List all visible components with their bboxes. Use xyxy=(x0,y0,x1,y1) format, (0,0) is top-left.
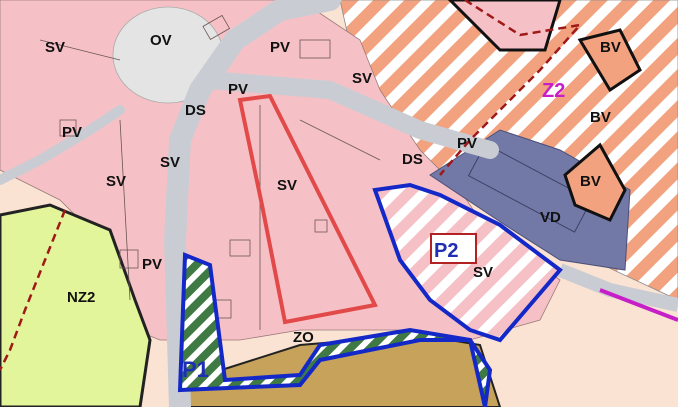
label-sv-west: SV xyxy=(160,154,180,171)
label-pv-top: PV xyxy=(270,39,290,56)
label-bv-right: BV xyxy=(590,109,611,126)
parcel-bv-corner xyxy=(447,0,562,52)
map-labels: SV OV PV SV BV Z2 BV DS PV PV SV SV SV D… xyxy=(45,32,621,382)
main-road xyxy=(163,0,341,407)
field-zone xyxy=(178,333,502,407)
parcel-bv-mid xyxy=(563,142,627,222)
label-bv-mid: BV xyxy=(580,173,601,190)
label-sv-nw: SV xyxy=(45,39,65,56)
p2-label-box xyxy=(430,233,477,264)
agricultural-zone-nz2 xyxy=(0,203,152,407)
label-bv-top: BV xyxy=(600,39,621,56)
road-southeast xyxy=(557,263,678,312)
label-pv-right: PV xyxy=(457,135,477,152)
parcel-bv-top xyxy=(577,28,642,93)
label-zo: ZO xyxy=(293,329,314,346)
label-ds-right: DS xyxy=(402,151,423,168)
label-nz2: NZ2 xyxy=(67,289,95,306)
label-p2: P2 xyxy=(434,240,458,262)
label-z2: Z2 xyxy=(542,80,565,102)
road-west xyxy=(0,105,125,185)
label-vd: VD xyxy=(540,209,561,226)
label-sv-top: SV xyxy=(352,70,372,87)
corridor-z2 xyxy=(439,0,584,176)
label-ds-left: DS xyxy=(185,102,206,119)
road-east xyxy=(201,71,499,159)
boundary-z2 xyxy=(599,288,678,322)
label-pv-mid: PV xyxy=(228,81,248,98)
label-p1: P1 xyxy=(182,357,209,382)
label-sv-west2: SV xyxy=(106,173,126,190)
label-ov: OV xyxy=(150,32,172,49)
vd-building xyxy=(467,143,593,233)
label-pv-sw: PV xyxy=(142,256,162,273)
label-sv-center: SV xyxy=(277,177,297,194)
label-pv-west: PV xyxy=(62,124,82,141)
plot-outline-red xyxy=(237,93,378,325)
corridor-west xyxy=(0,209,67,371)
plan-zone-p1 xyxy=(177,252,493,407)
label-sv-p2: SV xyxy=(473,264,493,281)
